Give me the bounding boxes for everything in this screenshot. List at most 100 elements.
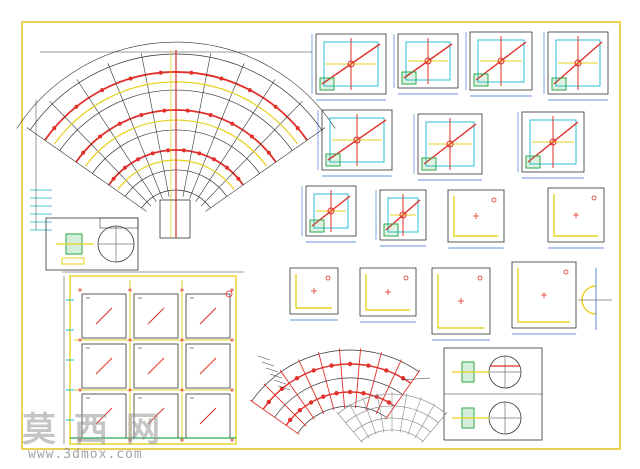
small-fan-radial (365, 352, 383, 411)
node-detail-anchor (551, 77, 567, 91)
grid-corner-node (225, 290, 233, 298)
fan-node-marker (197, 151, 202, 156)
fan-node-marker (166, 148, 171, 153)
node-detail-frame (397, 33, 459, 89)
grid-tile-arrow (95, 407, 113, 425)
small-fan-outline-radial (362, 397, 377, 435)
node-detail-center (497, 57, 505, 65)
small-fan-leader (261, 361, 275, 367)
grid-tile-arrow (95, 307, 113, 325)
small-fan-outline-radial (399, 393, 408, 433)
small-fan-leader (273, 379, 287, 385)
node-detail-anchor (473, 73, 489, 87)
small-fan-node (347, 389, 353, 395)
fan-node-marker (208, 113, 213, 118)
fan-node-marker (74, 104, 79, 109)
small-fan-leader (257, 355, 271, 361)
edge-detail-node (563, 269, 569, 275)
edge-detail-curb (437, 274, 484, 329)
edge-detail-curb (365, 274, 410, 311)
small-fan-node (366, 363, 371, 368)
small-fan-outline-radial (336, 411, 363, 443)
grid-tile-arrow (147, 357, 165, 375)
fan-radial-line (140, 53, 170, 197)
fan-node-marker (295, 126, 300, 131)
small-fan-radial (249, 399, 300, 435)
fan-node-marker (249, 134, 254, 139)
node-detail-frame (469, 31, 533, 91)
small-fan-node (386, 400, 392, 405)
edge-detail-frame (289, 267, 339, 315)
fan-node-marker (247, 88, 252, 93)
fan-node-marker (266, 150, 271, 155)
fan-node-marker (150, 151, 155, 156)
small-fan-node (266, 399, 271, 405)
grid-tile-arrow (199, 357, 217, 375)
edge-detail-frame (447, 189, 505, 243)
fan-radial-line (182, 53, 212, 197)
grid-tile-arrow (147, 307, 165, 325)
node-detail-center (446, 140, 454, 148)
grid-paving-tile (133, 343, 179, 389)
node-detail-frame (315, 33, 387, 95)
grid-tile-arrow (199, 307, 217, 325)
node-detail-anchor (383, 223, 399, 237)
small-fan-outline-radial (348, 403, 370, 439)
node-detail-center (549, 138, 557, 146)
node-detail-anchor (421, 157, 437, 171)
edge-detail-curb (553, 194, 598, 237)
node-detail-anchor (325, 153, 341, 167)
small-fan-node (288, 417, 293, 423)
small-fan-outline-radial (376, 393, 385, 433)
fan-radial-line (107, 63, 163, 199)
fan-node-marker (162, 108, 167, 113)
small-fan-node (347, 361, 353, 367)
small-fan-node (294, 376, 300, 381)
small-fan-node (400, 376, 406, 381)
node-detail-frame (417, 113, 483, 175)
fan-radial-line (195, 79, 276, 202)
node-detail-anchor (309, 219, 325, 233)
small-fan-leader (277, 385, 291, 391)
edge-detail-node (325, 275, 331, 281)
edge-detail-curb (453, 196, 498, 237)
node-detail-frame (305, 185, 357, 237)
edge-detail-node (477, 275, 483, 281)
fan-node-marker (236, 176, 241, 181)
fan-node-marker (81, 150, 86, 155)
fan-node-marker (219, 76, 224, 81)
fan-node-marker (128, 76, 133, 81)
small-fan-node (311, 368, 316, 373)
small-fan-ring (251, 349, 420, 402)
edge-detail-frame (359, 267, 417, 317)
fan-node-marker (111, 176, 116, 181)
small-fan-ring (297, 405, 387, 434)
fan-radial-line (26, 127, 147, 212)
fan-node-marker (185, 108, 190, 113)
small-fan-node (308, 400, 314, 405)
grid-paving-tile (185, 343, 231, 389)
fan-node-marker (224, 165, 229, 170)
node-detail-center (424, 57, 432, 65)
edge-detail-frame (431, 267, 491, 335)
fan-node-marker (100, 88, 105, 93)
node-detail-center (327, 207, 335, 215)
node-detail-anchor (401, 71, 417, 85)
edge-detail-node (491, 197, 497, 203)
small-fan-radial (375, 359, 402, 414)
fan-radial-line (49, 100, 152, 207)
node-detail-frame (521, 111, 585, 173)
node-detail-frame (379, 189, 427, 241)
node-detail-frame (321, 109, 393, 171)
small-fan-node (297, 408, 303, 413)
watermark-url: www.3dmox.com (28, 447, 143, 462)
small-fan-node (321, 394, 326, 399)
edge-detail-node (591, 195, 597, 201)
fan-entrance-block (159, 199, 191, 239)
node-detail-center (399, 211, 407, 219)
node-detail-anchor (525, 155, 541, 169)
small-fan-radial (317, 352, 335, 411)
small-fan-radial (354, 348, 362, 409)
grid-paving-tile (81, 293, 127, 339)
